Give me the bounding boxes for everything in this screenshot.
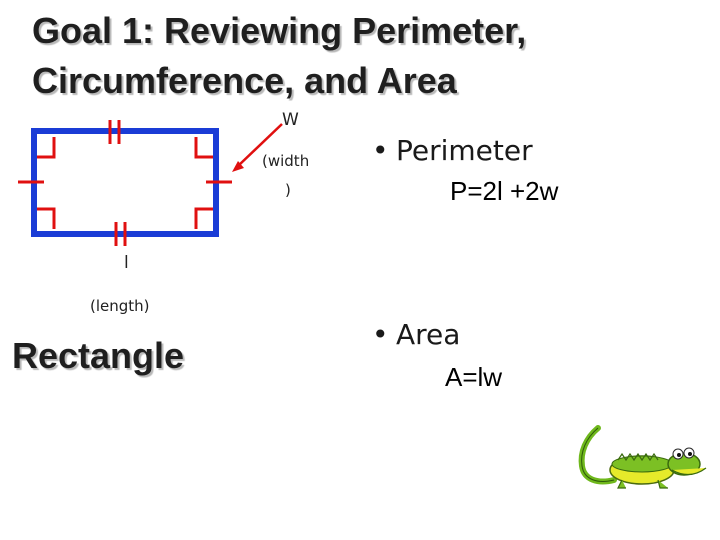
right-angle-mark-bottom-right	[194, 207, 213, 229]
length-word: (length)	[90, 297, 150, 315]
area-formula: A=lw	[445, 362, 503, 392]
width-symbol: W	[282, 110, 299, 130]
page-title: Goal 1: Reviewing Perimeter, Circumferen…	[32, 6, 526, 106]
rectangle-shape	[31, 128, 219, 237]
bullet-label: Area	[396, 318, 461, 351]
width-word-line-1: (width	[262, 152, 310, 170]
alligator-icon	[578, 425, 707, 489]
bullet-dot: •	[372, 318, 389, 351]
title-line-1: Goal 1: Reviewing Perimeter,	[32, 10, 527, 51]
right-angle-marks	[37, 137, 213, 229]
rectangle-diagram	[18, 120, 283, 246]
length-symbol: l	[124, 253, 129, 273]
tick-marks	[18, 120, 232, 246]
bullet-label: Perimeter	[396, 134, 533, 167]
shape-name: Rectangle	[12, 335, 185, 376]
bullet-dot: •	[372, 134, 389, 167]
bullet-area: •Area	[372, 318, 460, 351]
title-line-2: Circumference, and Area	[32, 60, 457, 101]
width-word-line-2: )	[285, 181, 291, 199]
right-angle-mark-top-right	[194, 137, 213, 159]
right-angle-mark-top-left	[37, 137, 56, 159]
right-angle-mark-bottom-left	[37, 207, 56, 229]
width-arrow	[232, 123, 283, 172]
bullet-perimeter: •Perimeter	[372, 134, 533, 167]
perimeter-formula: P=2l +2w	[450, 176, 559, 206]
